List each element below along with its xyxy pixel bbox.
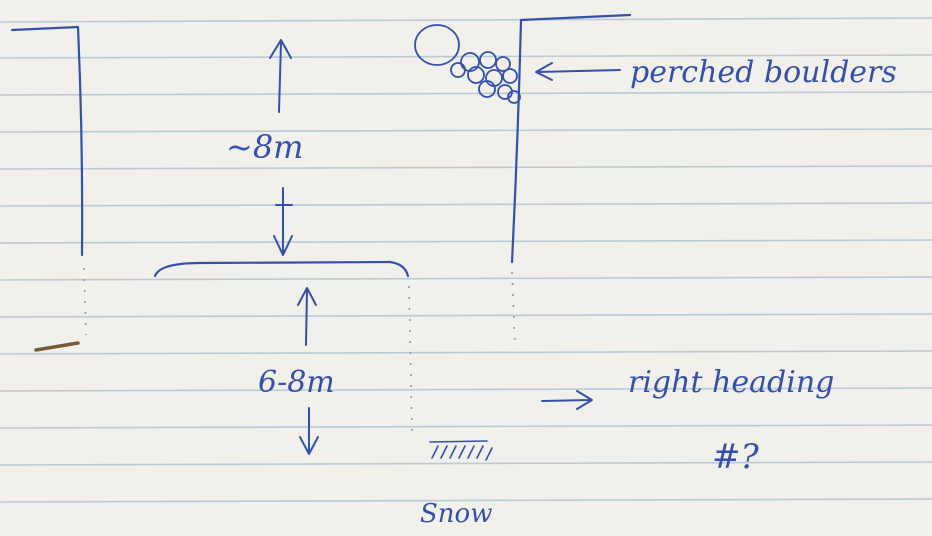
perched-boulders — [414, 24, 521, 104]
boulders-arrow — [535, 62, 621, 81]
pencil-mark — [34, 341, 80, 352]
ledge-dotted-drop — [408, 285, 413, 433]
upper-arrow-down — [273, 187, 293, 256]
boulders-label: perched boulders — [630, 55, 897, 90]
heading-arrow — [541, 390, 593, 410]
left-wall-dotted — [83, 267, 87, 336]
upper-height-label: ~8m — [226, 128, 304, 166]
lower-arrow-up — [297, 287, 317, 346]
lower-height-label: 6-8m — [258, 365, 335, 400]
heading-label: right heading — [628, 365, 834, 400]
right-wall — [510, 13, 632, 264]
snow-hatching — [429, 440, 493, 461]
lower-arrow-down — [299, 407, 319, 455]
right-wall-dotted — [511, 271, 516, 346]
hashmark-label: #? — [712, 437, 759, 477]
ruled-lines — [0, 17, 932, 503]
ledge-curve — [153, 260, 410, 278]
left-wall — [10, 25, 84, 257]
upper-arrow-up — [269, 39, 292, 113]
snow-label: Snow — [420, 499, 492, 529]
